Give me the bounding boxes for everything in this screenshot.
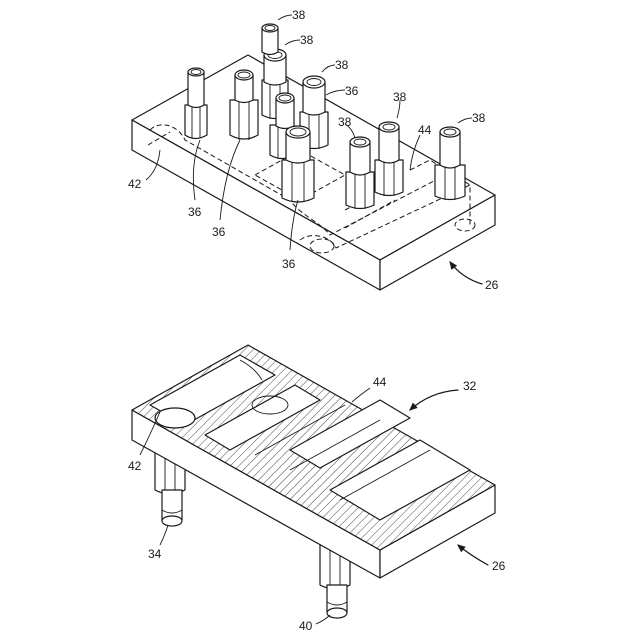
ref-label-36: 36 (188, 205, 202, 219)
ref-label-36: 36 (212, 225, 226, 239)
top-figure: 38 38 38 36 38 38 38 44 42 36 36 36 26 (128, 8, 499, 292)
ref-label-42: 42 (128, 177, 142, 191)
ref-label-36: 36 (345, 84, 359, 98)
fitting-9 (435, 127, 465, 200)
ref-label-38: 38 (393, 90, 407, 104)
ref-label-38: 38 (292, 8, 306, 22)
ref-label-36: 36 (282, 257, 296, 271)
fitting-8 (375, 122, 403, 196)
fitting-6 (282, 126, 314, 202)
ref-label-44: 44 (418, 123, 432, 137)
fitting-1 (185, 68, 207, 139)
ref-label-32: 32 (463, 379, 477, 393)
ref-label-40: 40 (299, 619, 313, 633)
ref-label-26: 26 (492, 559, 506, 573)
fitting-7 (346, 137, 374, 209)
ref-label-44: 44 (373, 375, 387, 389)
sectioned-block (132, 345, 495, 578)
ref-label-42: 42 (128, 459, 142, 473)
ref-label-34: 34 (148, 547, 162, 561)
ref-label-38: 38 (472, 111, 486, 125)
ref-label-38: 38 (338, 115, 352, 129)
bottom-figure: 44 32 42 34 26 40 (128, 345, 506, 633)
ref-label-38: 38 (300, 33, 314, 47)
ref-label-26: 26 (485, 278, 499, 292)
ref-label-38: 38 (335, 58, 349, 72)
